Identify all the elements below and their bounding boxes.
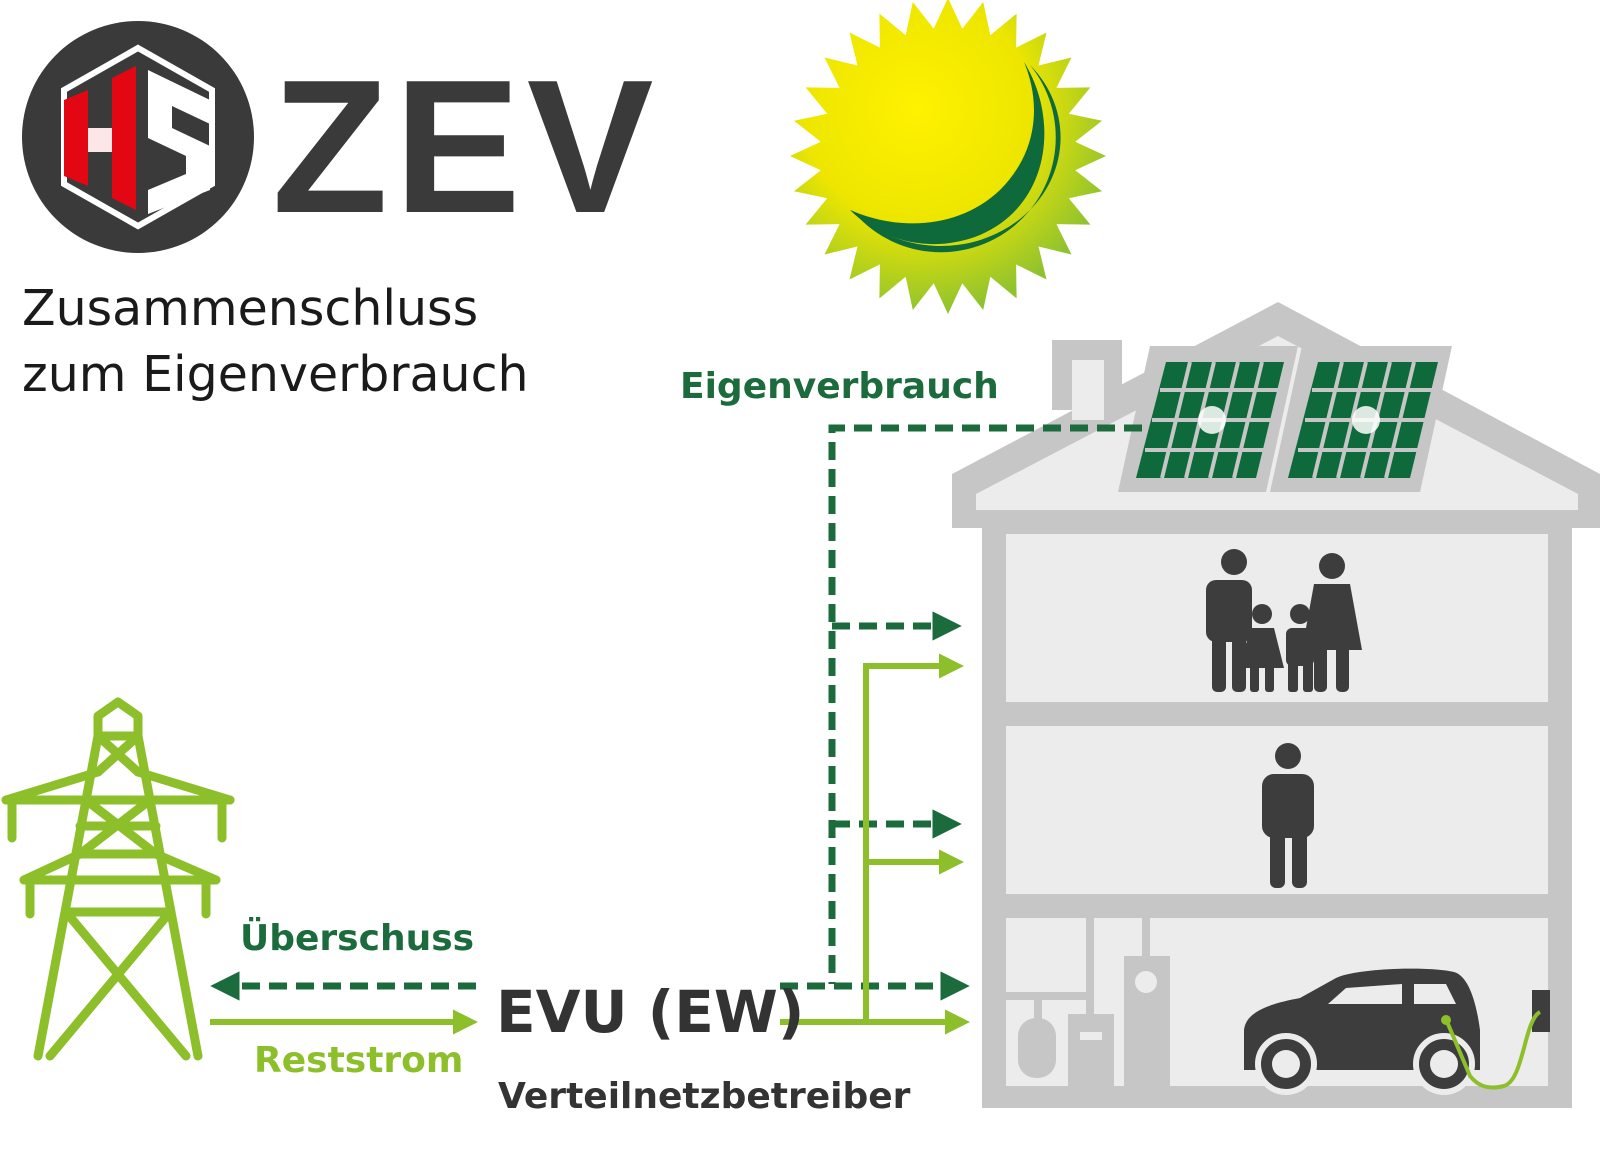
logo-wordmark: ZEV <box>272 41 660 253</box>
utility-name: EVU (EW) <box>496 978 805 1046</box>
family-icon <box>1206 549 1362 692</box>
utility-role: Verteilnetzbetreiber <box>498 1076 911 1117</box>
hs-logo-icon <box>22 21 254 253</box>
subtitle-line-2: zum Eigenverbrauch <box>22 346 529 403</box>
charger-icon <box>1446 990 1550 1090</box>
person-icon <box>1262 743 1314 888</box>
heat-pump-icon <box>1006 918 1170 1086</box>
solar-panel-icon <box>1118 346 1452 492</box>
sun-icon <box>790 0 1106 314</box>
residual-supply-flow <box>780 653 971 1035</box>
power-pylon-icon <box>1 697 235 1061</box>
residual-label: Reststrom <box>254 1040 464 1081</box>
subtitle: Zusammenschluss zum Eigenverbrauch <box>22 276 529 408</box>
subtitle-line-1: Zusammenschluss <box>22 280 479 337</box>
self-consumption-label: Eigenverbrauch <box>680 366 999 407</box>
surplus-label: Überschuss <box>240 918 475 959</box>
